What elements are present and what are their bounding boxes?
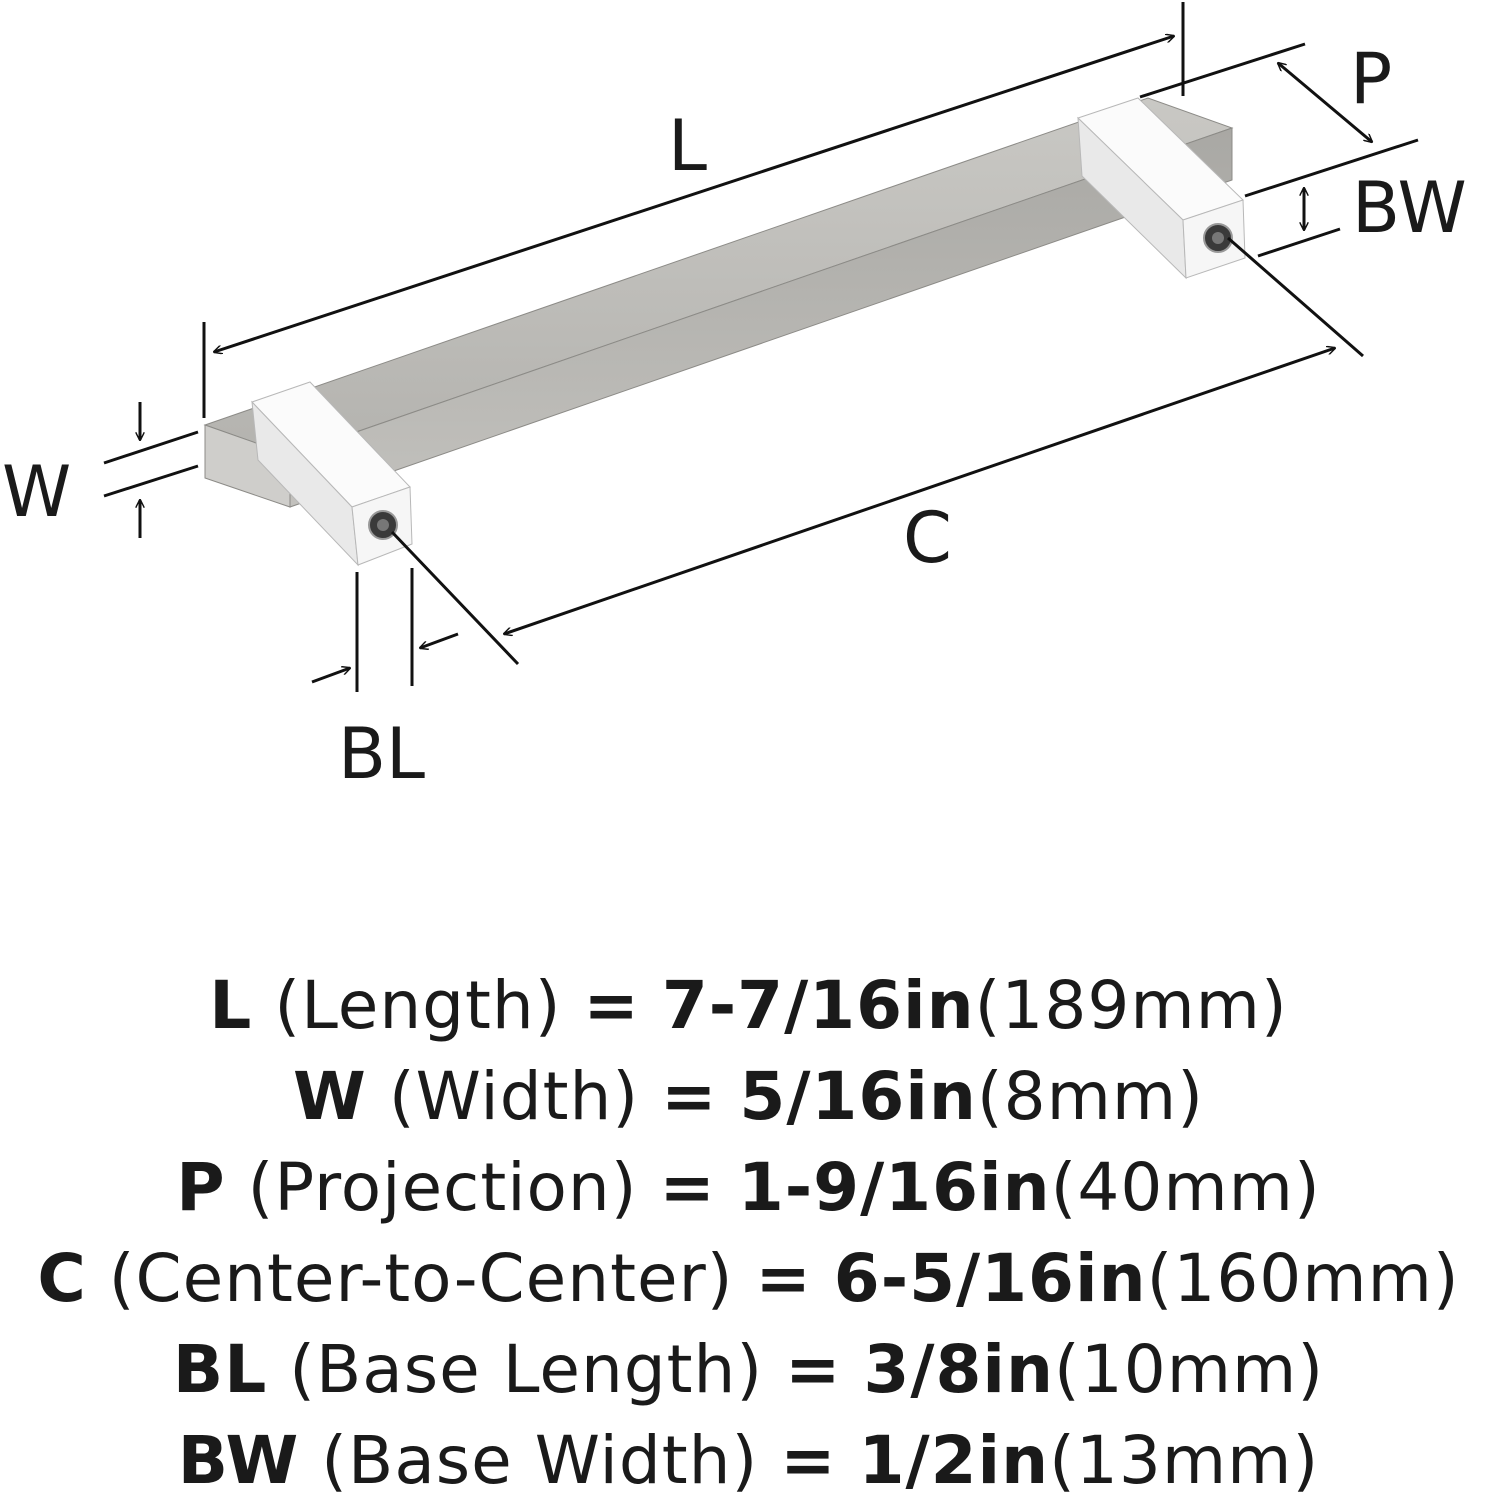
spec-name: (Base Length) <box>289 1331 764 1408</box>
cabinet-pull-dimension-diagram: L P BW W C BL <box>2 2 1467 795</box>
spec-imperial: 5/16in <box>739 1058 977 1135</box>
c-dimension-arrow <box>504 348 1335 634</box>
bl-arrow-right <box>420 632 459 648</box>
spec-code: P <box>176 1149 226 1226</box>
bar-top-face <box>203 97 1234 456</box>
spec-imperial: 1-9/16in <box>737 1149 1051 1226</box>
p-extension-top <box>1139 42 1306 99</box>
dimension-spec-list: L (Length) = 7-7/16in (189mm) W (Width) … <box>0 960 1497 1506</box>
spec-imperial: 7-7/16in <box>661 967 975 1044</box>
spec-code: C <box>37 1240 87 1317</box>
label-w: W <box>2 451 71 533</box>
left-base <box>251 381 413 567</box>
spec-name: (Base Width) <box>321 1422 759 1499</box>
right-screw-inner <box>1212 232 1224 244</box>
dimension-lines <box>103 2 1419 692</box>
spec-metric: (10mm) <box>1054 1331 1325 1408</box>
bw-extension-bottom <box>1257 227 1341 258</box>
spec-equals: = <box>583 967 640 1044</box>
l-dimension-arrow <box>214 36 1174 352</box>
spec-equals: = <box>785 1331 842 1408</box>
label-p: P <box>1350 38 1392 120</box>
spec-equals: = <box>780 1422 837 1499</box>
spec-name: (Length) <box>274 967 562 1044</box>
spec-metric: (189mm) <box>974 967 1288 1044</box>
spec-code: BL <box>172 1331 268 1408</box>
p-dimension-arrow <box>1278 63 1372 142</box>
w-extension-top <box>103 430 199 465</box>
c-extension-left <box>390 530 520 666</box>
spec-row-center-to-center: C (Center-to-Center) = 6-5/16in (160mm) <box>0 1233 1497 1324</box>
label-l: L <box>668 105 707 187</box>
bl-arrow-left <box>311 668 350 684</box>
spec-code: BW <box>177 1422 300 1499</box>
spec-code: L <box>209 967 253 1044</box>
spec-row-length: L (Length) = 7-7/16in (189mm) <box>0 960 1497 1051</box>
spec-name: (Center-to-Center) <box>108 1240 734 1317</box>
label-c: C <box>903 497 952 579</box>
spec-row-projection: P (Projection) = 1-9/16in (40mm) <box>0 1142 1497 1233</box>
w-extension-bottom <box>103 464 199 498</box>
spec-row-base-length: BL (Base Length) = 3/8in (10mm) <box>0 1324 1497 1415</box>
spec-metric: (8mm) <box>976 1058 1204 1135</box>
spec-equals: = <box>659 1149 716 1226</box>
spec-row-base-width: BW (Base Width) = 1/2in (13mm) <box>0 1415 1497 1506</box>
spec-equals: = <box>661 1058 718 1135</box>
spec-imperial: 1/2in <box>858 1422 1050 1499</box>
spec-row-width: W (Width) = 5/16in (8mm) <box>0 1051 1497 1142</box>
spec-metric: (13mm) <box>1049 1422 1320 1499</box>
label-bw: BW <box>1352 167 1467 249</box>
left-screw-inner <box>377 519 389 531</box>
spec-code: W <box>293 1058 367 1135</box>
spec-equals: = <box>755 1240 812 1317</box>
c-extension-right <box>1227 236 1364 358</box>
spec-name: (Projection) <box>247 1149 638 1226</box>
label-bl: BL <box>338 713 425 795</box>
p-extension-bottom <box>1244 138 1419 198</box>
spec-imperial: 3/8in <box>863 1331 1054 1408</box>
spec-metric: (40mm) <box>1050 1149 1321 1226</box>
spec-metric: (160mm) <box>1146 1240 1460 1317</box>
spec-name: (Width) <box>388 1058 640 1135</box>
spec-imperial: 6-5/16in <box>833 1240 1147 1317</box>
